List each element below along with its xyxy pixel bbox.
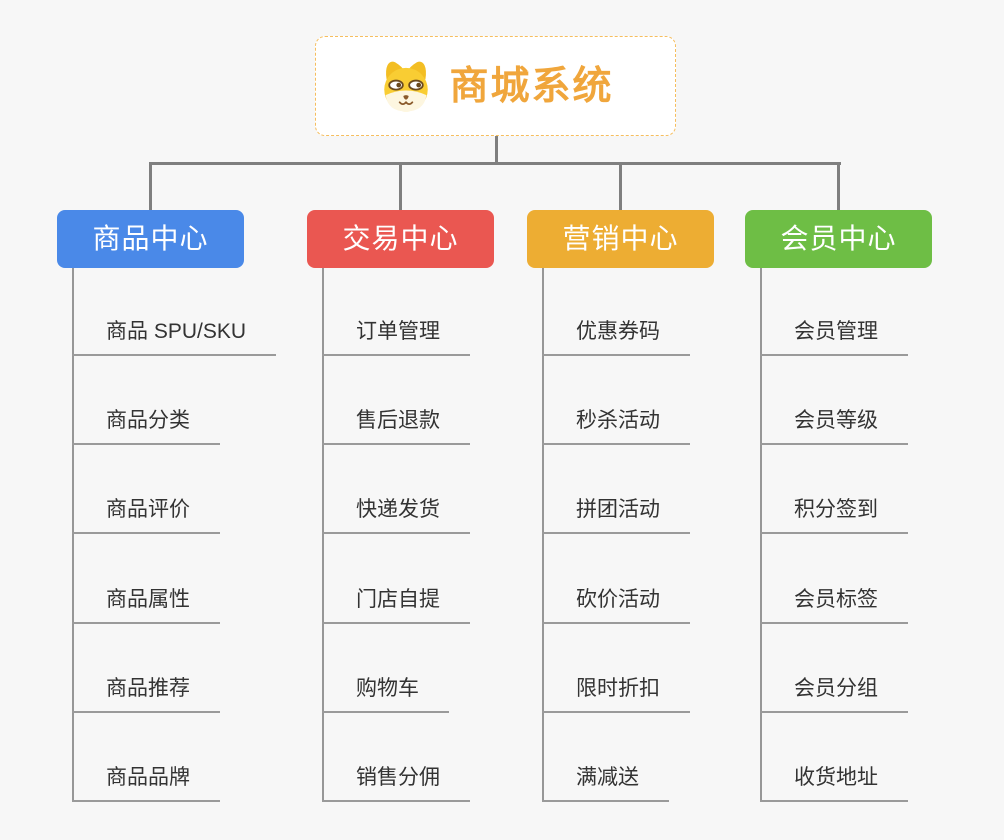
branch-header-trade[interactable]: 交易中心 [307,210,494,268]
connector-drop [837,163,840,210]
connector-bus [149,162,841,165]
node-item[interactable]: 购物车 [322,675,449,713]
dog-face-icon [384,61,429,112]
connector-drop [149,163,152,210]
node-item[interactable]: 商品评价 [72,496,220,534]
node-item[interactable]: 积分签到 [760,496,908,534]
node-item[interactable]: 商品 SPU/SKU [72,318,277,356]
node-item[interactable]: 门店自提 [322,586,470,624]
branch-spine [72,268,74,801]
root-title: 商城系统 [449,64,614,108]
branch-header-marketing[interactable]: 营销中心 [527,210,714,268]
branch-spine [322,268,324,801]
node-item[interactable]: 商品分类 [72,407,220,445]
node-item[interactable]: 商品属性 [72,586,220,624]
node-item[interactable]: 售后退款 [322,407,470,445]
node-item[interactable]: 优惠券码 [542,318,690,356]
root-node[interactable]: 商城系统 [315,36,676,136]
node-item[interactable]: 会员分组 [760,675,908,713]
node-item[interactable]: 会员标签 [760,586,908,624]
node-item[interactable]: 快递发货 [322,496,470,534]
node-item[interactable]: 商品推荐 [72,675,220,713]
branch-header-goods[interactable]: 商品中心 [57,210,244,268]
node-item[interactable]: 满减送 [542,764,669,802]
node-item[interactable]: 限时折扣 [542,675,690,713]
branch-header-member[interactable]: 会员中心 [745,210,932,268]
branch-spine [542,268,544,801]
connector-drop [399,163,402,210]
node-item[interactable]: 秒杀活动 [542,407,690,445]
node-item[interactable]: 会员管理 [760,318,908,356]
node-item[interactable]: 订单管理 [322,318,470,356]
node-item[interactable]: 销售分佣 [322,764,470,802]
node-item[interactable]: 收货地址 [760,764,908,802]
node-item[interactable]: 会员等级 [760,407,908,445]
node-item[interactable]: 商品品牌 [72,764,220,802]
connector-drop [619,163,622,210]
node-item[interactable]: 拼团活动 [542,496,690,534]
branch-spine [760,268,762,801]
connector-root-stem [495,136,498,163]
node-item[interactable]: 砍价活动 [542,586,690,624]
